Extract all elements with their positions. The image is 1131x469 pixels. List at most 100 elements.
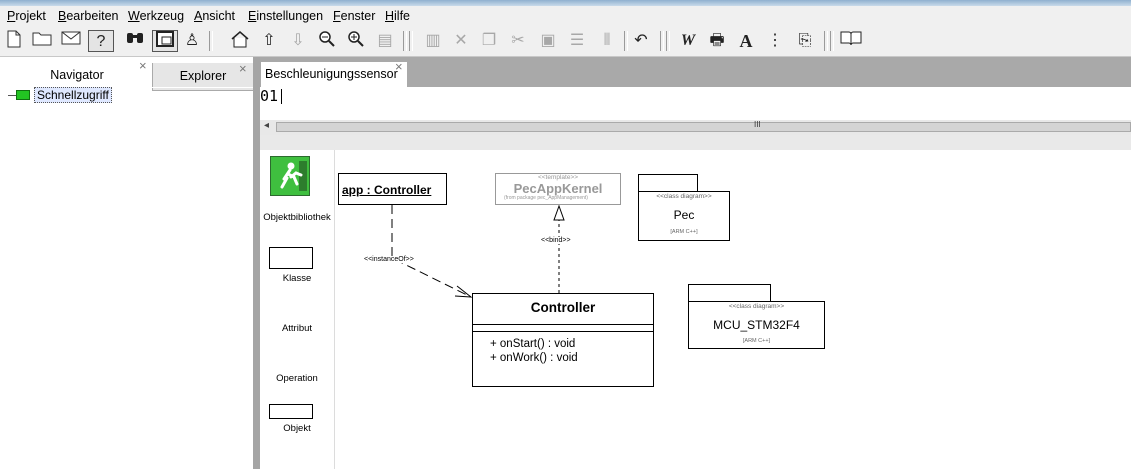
operation-onwork: + onWork() : void bbox=[490, 352, 578, 364]
palette-label-operation: Operation bbox=[276, 373, 318, 384]
font-icon[interactable]: A bbox=[739, 31, 753, 51]
diagram[interactable]: <<instanceOf>> <<bind>> app : Controller… bbox=[335, 150, 1131, 469]
paste-icon[interactable]: ▣ bbox=[540, 32, 556, 49]
package-body: <<class diagram>> Pec [ARM C++] bbox=[638, 191, 730, 241]
bullet-list-icon[interactable]: ⋮ bbox=[767, 32, 783, 49]
toolbar-separator bbox=[409, 31, 413, 51]
mail-icon[interactable] bbox=[60, 30, 82, 52]
tab-beschleunigungssensor[interactable]: Beschleunigungssensor × bbox=[261, 59, 407, 87]
editor-text: 01 bbox=[260, 87, 279, 105]
menu-projekt[interactable]: Projekt bbox=[7, 9, 46, 23]
arrow-down-icon[interactable]: ⇩ bbox=[291, 32, 305, 49]
text-cursor bbox=[281, 89, 282, 104]
template-name: PecAppKernel bbox=[513, 181, 603, 196]
palette-attribut-shape[interactable] bbox=[269, 307, 313, 319]
tab-navigator[interactable]: Navigator bbox=[2, 59, 152, 87]
tab-explorer[interactable]: Explorer bbox=[152, 63, 253, 91]
find-icon[interactable] bbox=[124, 30, 146, 52]
menu-einstellungen[interactable]: Einstellungen bbox=[248, 9, 324, 23]
tab-explorer-label: Explorer bbox=[179, 69, 227, 83]
title-bar-strip bbox=[0, 0, 1131, 6]
close-icon[interactable]: × bbox=[395, 59, 403, 74]
instanceof-label: <<instanceOf>> bbox=[364, 256, 414, 263]
scroll-grip: III bbox=[754, 120, 761, 129]
menu-werkzeug[interactable]: Werkzeug bbox=[128, 9, 185, 23]
export-icon[interactable]: ⎘ bbox=[798, 32, 812, 49]
left-pane: Navigator × Explorer × Schnellzugriff bbox=[0, 57, 254, 469]
instanceof-edge[interactable] bbox=[391, 205, 472, 298]
palette-label-objektbibliothek: Objektbibliothek bbox=[263, 212, 331, 223]
help-icon[interactable]: ? bbox=[88, 30, 114, 52]
text-editor[interactable]: 01 bbox=[260, 87, 1131, 120]
horizontal-scrollbar[interactable]: ◂ III bbox=[260, 120, 1131, 135]
cut2-icon[interactable]: ✂ bbox=[511, 32, 525, 49]
tab-underline bbox=[0, 87, 253, 88]
runner-icon[interactable] bbox=[270, 156, 310, 196]
tree-connector bbox=[8, 95, 16, 96]
paste-special-icon[interactable]: ▥ bbox=[425, 32, 441, 49]
diagram-edges bbox=[391, 204, 565, 298]
operation-onstart: + onStart() : void bbox=[490, 338, 576, 350]
properties-icon[interactable]: ▤ bbox=[377, 32, 393, 49]
list-icon[interactable]: ☰ bbox=[569, 32, 585, 49]
menu-fenster[interactable]: Fenster bbox=[333, 9, 376, 23]
template-pecappkernel[interactable]: <<template>> PecAppKernel (from package … bbox=[495, 173, 621, 205]
window-icon[interactable] bbox=[152, 30, 178, 52]
close-icon[interactable]: × bbox=[139, 58, 147, 73]
person-icon[interactable]: ♙ bbox=[184, 32, 200, 49]
palette-objekt-shape[interactable] bbox=[269, 404, 313, 419]
close-icon[interactable]: × bbox=[239, 61, 247, 76]
tab-label: Beschleunigungssensor bbox=[265, 67, 398, 81]
template-stereotype: <<template>> bbox=[537, 174, 579, 181]
undo-icon[interactable]: ↶ bbox=[634, 32, 648, 49]
palette: Objektbibliothek Klasse Attribut Operati… bbox=[260, 150, 335, 469]
package-stereotype: <<class diagram>> bbox=[656, 193, 712, 200]
palette-label-klasse: Klasse bbox=[282, 273, 312, 284]
class-controller[interactable]: Controller + onStart() : void + onWork()… bbox=[472, 293, 654, 387]
bind-label: <<bind>> bbox=[541, 237, 571, 244]
palette-label-attribut: Attribut bbox=[281, 323, 313, 334]
package-note: [ARM C++] bbox=[670, 229, 698, 235]
green-node-icon bbox=[16, 90, 30, 100]
tree-item-label: Schnellzugriff bbox=[34, 87, 112, 103]
scroll-thumb[interactable]: III bbox=[276, 120, 1131, 132]
package-tab bbox=[688, 284, 771, 302]
class-divider bbox=[473, 331, 653, 332]
menu-bearbeiten[interactable]: Bearbeiten bbox=[58, 9, 119, 23]
print-icon[interactable]: 🖶 bbox=[709, 32, 725, 49]
pane-divider[interactable] bbox=[253, 57, 260, 469]
palette-operation-shape[interactable] bbox=[269, 357, 313, 369]
scroll-left-icon[interactable]: ◂ bbox=[264, 120, 270, 131]
package-tab bbox=[638, 174, 698, 192]
instanceof-arrowhead bbox=[454, 285, 473, 298]
palette-more-shape[interactable] bbox=[269, 457, 313, 469]
cut-icon[interactable]: ✕ bbox=[454, 32, 468, 49]
menu-hilfe[interactable]: Hilfe bbox=[385, 9, 411, 23]
columns-icon[interactable]: ⦀ bbox=[603, 32, 611, 49]
palette-klasse-shape[interactable] bbox=[269, 247, 313, 269]
object-app-controller[interactable]: app : Controller bbox=[338, 173, 447, 205]
toolbar-separator bbox=[660, 31, 664, 51]
toolbar: ? ♙ ⇧ ⇩ ▤ ▥ ✕ ❐ ✂ ▣ ☰ ⦀ ↶ W 🖶 A ⋮ ⎘ bbox=[0, 27, 1131, 57]
palette-label-objekt: Objekt bbox=[283, 423, 311, 434]
arrow-up-icon[interactable]: ⇧ bbox=[262, 32, 276, 49]
copy-icon[interactable]: ❐ bbox=[481, 32, 497, 49]
book-icon[interactable] bbox=[840, 30, 862, 52]
template-note: (from package pec_AppManagement) bbox=[504, 195, 588, 201]
word-icon[interactable]: W bbox=[680, 32, 696, 49]
menu-ansicht[interactable]: Ansicht bbox=[194, 9, 235, 23]
tab-navigator-label: Navigator bbox=[50, 68, 104, 82]
toolbar-separator bbox=[666, 31, 670, 51]
package-body: <<class diagram>> MCU_STM32F4 [ARM C++] bbox=[688, 301, 825, 349]
package-stereotype: <<class diagram>> bbox=[728, 303, 785, 310]
package-pec[interactable]: <<class diagram>> Pec [ARM C++] bbox=[638, 174, 732, 242]
package-mcu-stm32f4[interactable]: <<class diagram>> MCU_STM32F4 [ARM C++] bbox=[688, 284, 826, 350]
zoom-in-icon[interactable] bbox=[345, 30, 367, 52]
tree-item-schnellzugriff[interactable]: Schnellzugriff bbox=[8, 87, 148, 103]
open-folder-icon[interactable] bbox=[31, 30, 53, 52]
class-divider bbox=[473, 324, 653, 325]
zoom-out-icon[interactable] bbox=[316, 30, 338, 52]
object-label: app : Controller bbox=[342, 183, 432, 197]
home-icon[interactable] bbox=[229, 30, 251, 52]
new-file-icon[interactable] bbox=[3, 30, 25, 52]
